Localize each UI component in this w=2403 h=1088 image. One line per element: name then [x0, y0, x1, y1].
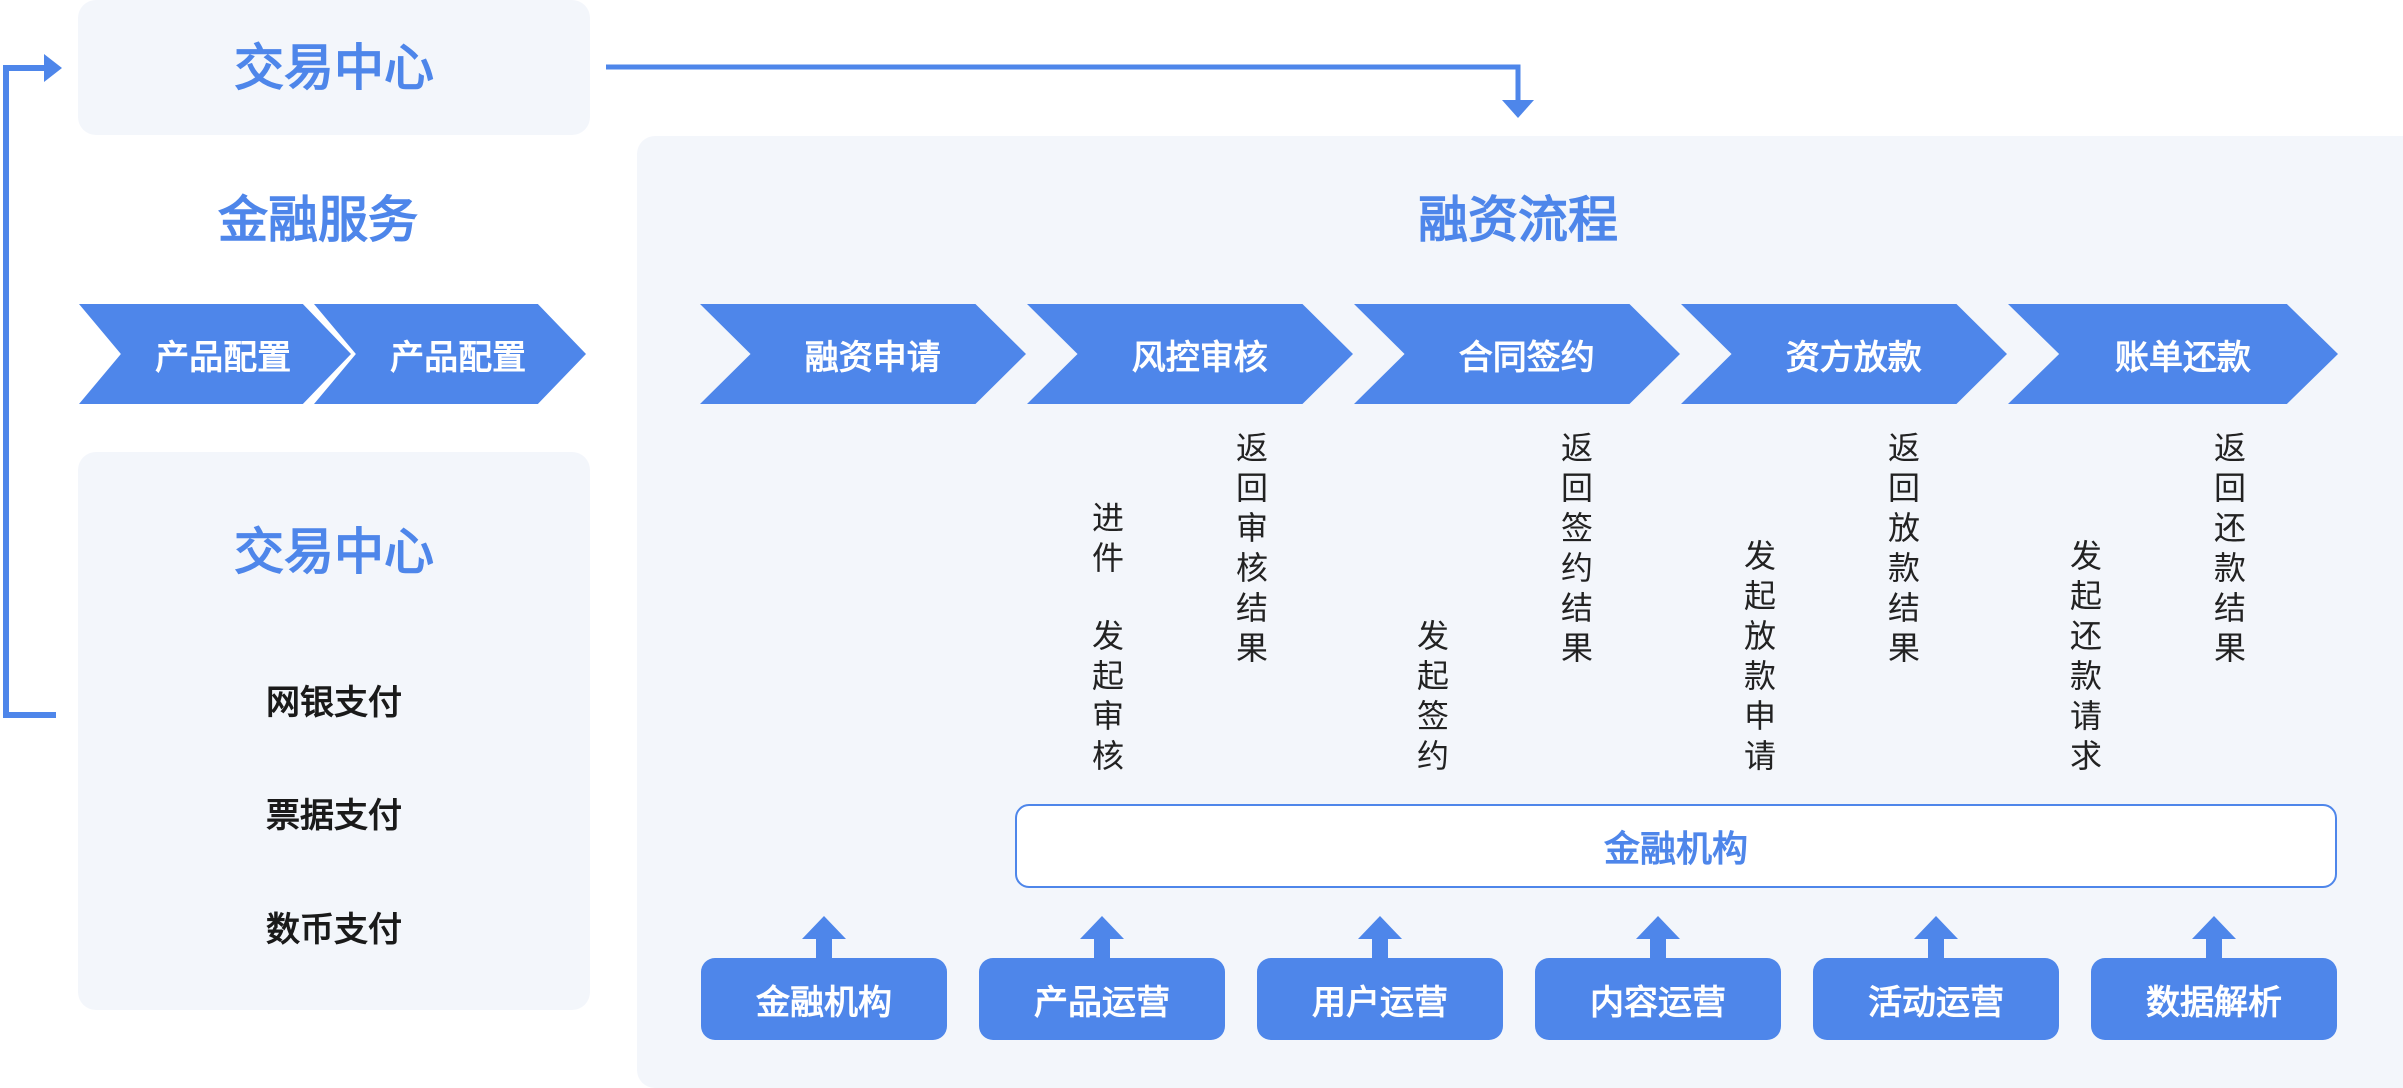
flow-step-disbursement[interactable]: 资方放款 — [1681, 304, 2007, 404]
label-return-disbursement-result: 返回放款结果 — [1887, 429, 1920, 667]
flow-step-label: 融资申请 — [804, 337, 941, 378]
label-initiate-repayment: 发起还款请求 — [2069, 537, 2102, 775]
left-loop-connector — [3, 54, 62, 718]
label-initiate-disbursement: 发起放款申请 — [1743, 537, 1776, 775]
flow-step-contract-signing[interactable]: 合同签约 — [1354, 304, 1680, 404]
bottom-button-content-operation[interactable]: 内容运营 — [1535, 958, 1781, 1040]
flow-step-label: 风控审核 — [1131, 337, 1268, 378]
label-return-repayment-result: 返回还款结果 — [2213, 429, 2246, 667]
label-return-signing-result: 返回签约结果 — [1560, 429, 1593, 667]
trade-center-top-box: 交易中心 — [78, 0, 590, 135]
payment-item-bill[interactable]: 票据支付 — [266, 796, 402, 836]
bottom-button-user-operation[interactable]: 用户运营 — [1257, 958, 1503, 1040]
financing-flow-title: 融资流程 — [1418, 191, 1618, 249]
bottom-button-product-operation[interactable]: 产品运营 — [979, 958, 1225, 1040]
product-config-chevron-2[interactable]: 产品配置 — [314, 304, 586, 404]
product-config-chevron-1[interactable]: 产品配置 — [79, 304, 351, 404]
bottom-button-financial-institution[interactable]: 金融机构 — [701, 958, 947, 1040]
trade-center-top-title: 交易中心 — [234, 39, 434, 97]
payment-item-ebank[interactable]: 网银支付 — [266, 683, 402, 723]
trade-center-panel-title: 交易中心 — [234, 523, 434, 581]
product-config-label-1: 产品配置 — [155, 337, 292, 378]
payment-item-digital-currency[interactable]: 数币支付 — [266, 910, 402, 950]
flow-step-financing-application[interactable]: 融资申请 — [700, 304, 1026, 404]
label-return-review-result: 返回审核结果 — [1235, 429, 1268, 667]
label-initiate-signing: 发起签约 — [1416, 617, 1449, 775]
flow-step-label: 资方放款 — [1785, 337, 1922, 378]
financial-institution-bar[interactable]: 金融机构 — [1015, 804, 2337, 888]
top-connector-arrow — [606, 64, 1534, 118]
flow-step-risk-review[interactable]: 风控审核 — [1027, 304, 1353, 404]
flow-step-repayment[interactable]: 账单还款 — [2008, 304, 2338, 404]
flow-step-label: 合同签约 — [1458, 337, 1595, 378]
finance-service-title: 金融服务 — [218, 191, 418, 249]
financial-institution-label: 金融机构 — [1603, 829, 1748, 870]
trade-center-panel: 交易中心 — [78, 452, 590, 1010]
product-config-label-2: 产品配置 — [390, 337, 527, 378]
bottom-button-data-analysis[interactable]: 数据解析 — [2091, 958, 2337, 1040]
bottom-button-activity-operation[interactable]: 活动运营 — [1813, 958, 2059, 1040]
financing-flow-panel — [637, 136, 2403, 1088]
flow-step-label: 账单还款 — [2114, 337, 2251, 378]
label-jinjian: 进件 — [1091, 499, 1124, 577]
label-initiate-review: 发起审核 — [1091, 617, 1124, 775]
